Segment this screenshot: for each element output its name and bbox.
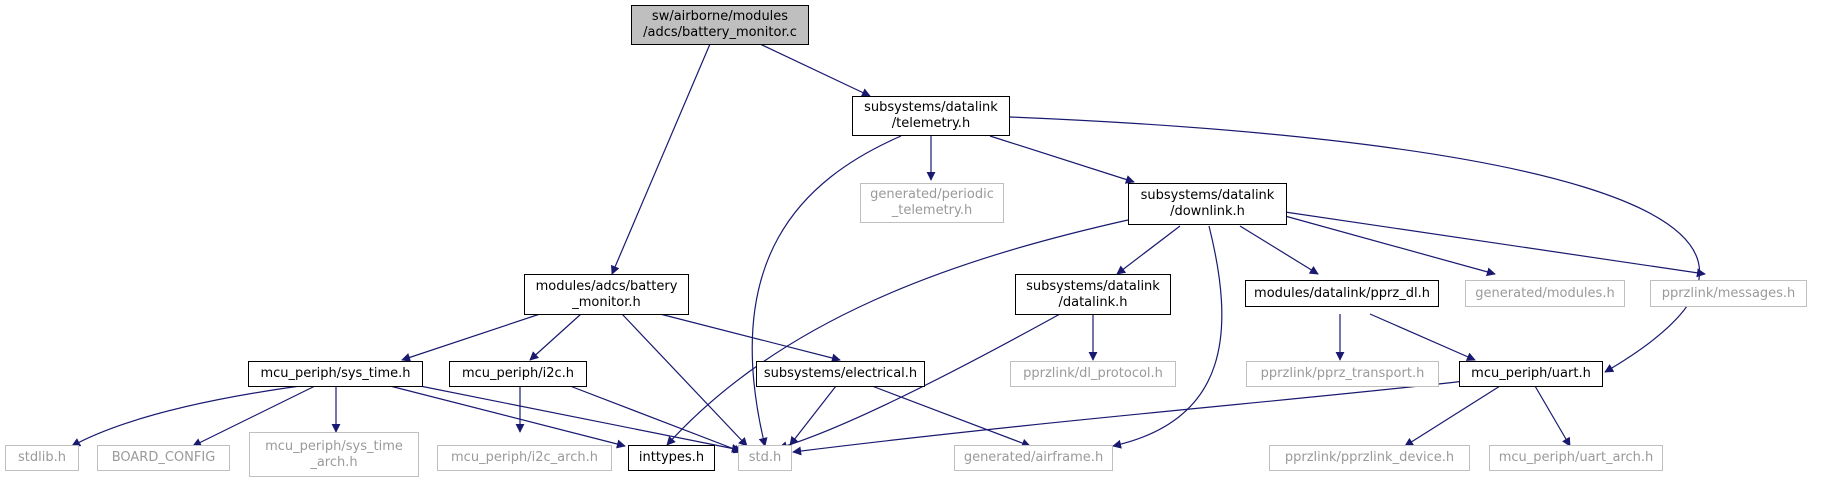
node-sys-time-arch-h: mcu_periph/sys_time _arch.h	[249, 432, 419, 477]
node-dl-protocol-h: pprzlink/dl_protocol.h	[1010, 361, 1176, 387]
node-uart-h[interactable]: mcu_periph/uart.h	[1459, 361, 1603, 387]
node-i2c-arch-h: mcu_periph/i2c_arch.h	[437, 445, 612, 471]
edge-telemetry-std	[751, 135, 902, 447]
node-battery-monitor-h[interactable]: modules/adcs/battery _monitor.h	[524, 274, 689, 315]
edge-systime-board	[192, 385, 316, 447]
node-telemetry-h[interactable]: subsystems/datalink /telemetry.h	[852, 96, 1010, 136]
edge-battery-i2c	[529, 313, 582, 361]
edge-electrical-std	[789, 385, 837, 446]
node-sys-time-h[interactable]: mcu_periph/sys_time.h	[248, 361, 423, 387]
node-inttypes-h[interactable]: inttypes.h	[628, 445, 715, 471]
edge-battery-std	[621, 313, 748, 447]
node-electrical-h[interactable]: subsystems/electrical.h	[756, 361, 925, 387]
edge-datalink-std	[778, 313, 1061, 451]
edge-uart-std	[792, 380, 1466, 456]
edge-downlink-genmodules	[1284, 215, 1496, 277]
node-i2c-h[interactable]: mcu_periph/i2c.h	[449, 361, 587, 387]
edge-systime-std	[419, 385, 741, 453]
node-airframe-h: generated/airframe.h	[954, 445, 1113, 471]
node-board-config: BOARD_CONFIG	[97, 445, 230, 471]
node-downlink-h[interactable]: subsystems/datalink /downlink.h	[1128, 183, 1287, 225]
edge-telemetry-uart	[1009, 116, 1701, 373]
edge-uart-uartarch	[1534, 385, 1571, 447]
edge-electrical-airframe	[871, 385, 1031, 448]
node-pprz-transport-h: pprzlink/pprz_transport.h	[1246, 361, 1439, 387]
node-generated-modules-h: generated/modules.h	[1465, 280, 1625, 307]
edge-systime-stdlib	[71, 385, 301, 447]
node-pprzlink-device-h: pprzlink/pprzlink_device.h	[1269, 445, 1470, 471]
node-periodic-telemetry-h: generated/periodic _telemetry.h	[860, 183, 1004, 223]
edge-root-telemetry	[759, 43, 871, 97]
edge-uart-device	[1404, 385, 1501, 447]
edge-telemetry-downlink	[989, 135, 1135, 184]
node-uart-arch-h: mcu_periph/uart_arch.h	[1489, 445, 1663, 471]
node-std-h: std.h	[738, 445, 792, 471]
edge-downlink-pprzdl	[1239, 225, 1319, 275]
edge-i2c-std	[569, 385, 743, 454]
node-pprzlink-messages-h: pprzlink/messages.h	[1650, 280, 1807, 307]
edge-battery-electrical	[659, 313, 841, 363]
edge-root-battery	[611, 43, 711, 275]
edge-downlink-datalink	[1116, 225, 1181, 275]
edge-pprzdl-uart	[1369, 313, 1476, 361]
edge-battery-systime	[401, 313, 541, 362]
edge-downlink-airframe	[1112, 225, 1223, 449]
root-node-battery-monitor-c[interactable]: sw/airborne/modules /adcs/battery_monito…	[631, 5, 809, 45]
node-stdlib-h: stdlib.h	[5, 445, 79, 471]
edge-downlink-inttypes	[666, 219, 1129, 446]
edge-systime-inttypes	[389, 385, 626, 449]
node-pprz-dl-h[interactable]: modules/datalink/pprz_dl.h	[1245, 280, 1439, 307]
node-datalink-h[interactable]: subsystems/datalink /datalink.h	[1015, 274, 1171, 315]
edge-downlink-messages	[1284, 211, 1706, 278]
